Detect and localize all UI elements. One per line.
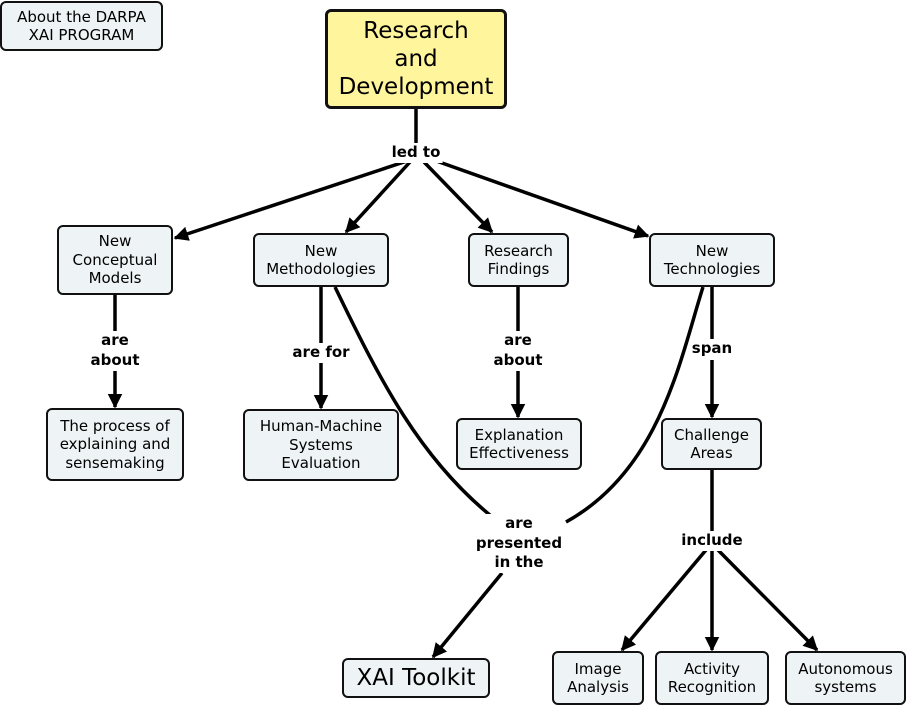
human-machine-evaluation-node[interactable]: Human-Machine Systems Evaluation (243, 409, 399, 481)
are-about-findings-link-label[interactable]: are about (491, 331, 545, 370)
explanation-effectiveness-node[interactable]: Explanation Effectiveness (456, 418, 582, 470)
image-analysis-node[interactable]: Image Analysis (552, 651, 644, 705)
challenge-areas-node[interactable]: Challenge Areas (661, 418, 762, 470)
arrow-to-image (620, 548, 708, 652)
arrow-to-methods (344, 160, 412, 234)
curve-methods-to-presented (333, 286, 498, 522)
include-link-label[interactable]: include (679, 531, 745, 551)
arrow-to-findings (422, 160, 494, 234)
new-technologies-node[interactable]: New Technologies (649, 233, 775, 287)
arrow-to-tech (427, 156, 650, 239)
arrow-to-toolkit (431, 571, 504, 659)
autonomous-systems-node[interactable]: Autonomous systems (785, 651, 906, 705)
led-to-link-label[interactable]: led to (389, 143, 443, 163)
activity-recognition-node[interactable]: Activity Recognition (655, 651, 769, 705)
research-findings-node[interactable]: Research Findings (468, 233, 569, 287)
curve-tech-to-presented (565, 286, 705, 524)
are-about-link-label[interactable]: are about (88, 331, 142, 370)
are-for-link-label[interactable]: are for (290, 343, 352, 363)
arrow-to-models (173, 158, 411, 241)
are-presented-in-the-link-label[interactable]: are presented in the (473, 514, 565, 573)
about-darpa-xai-node[interactable]: About the DARPA XAI PROGRAM (0, 1, 163, 51)
process-of-explaining-node[interactable]: The process of explaining and sensemakin… (46, 408, 184, 481)
xai-toolkit-node[interactable]: XAI Toolkit (342, 658, 490, 698)
new-methodologies-node[interactable]: New Methodologies (253, 233, 389, 287)
new-conceptual-models-node[interactable]: New Conceptual Models (57, 225, 173, 295)
research-and-development-node[interactable]: Research and Development (325, 9, 507, 109)
span-link-label[interactable]: span (689, 339, 735, 359)
arrow-to-autonomous (716, 548, 819, 652)
